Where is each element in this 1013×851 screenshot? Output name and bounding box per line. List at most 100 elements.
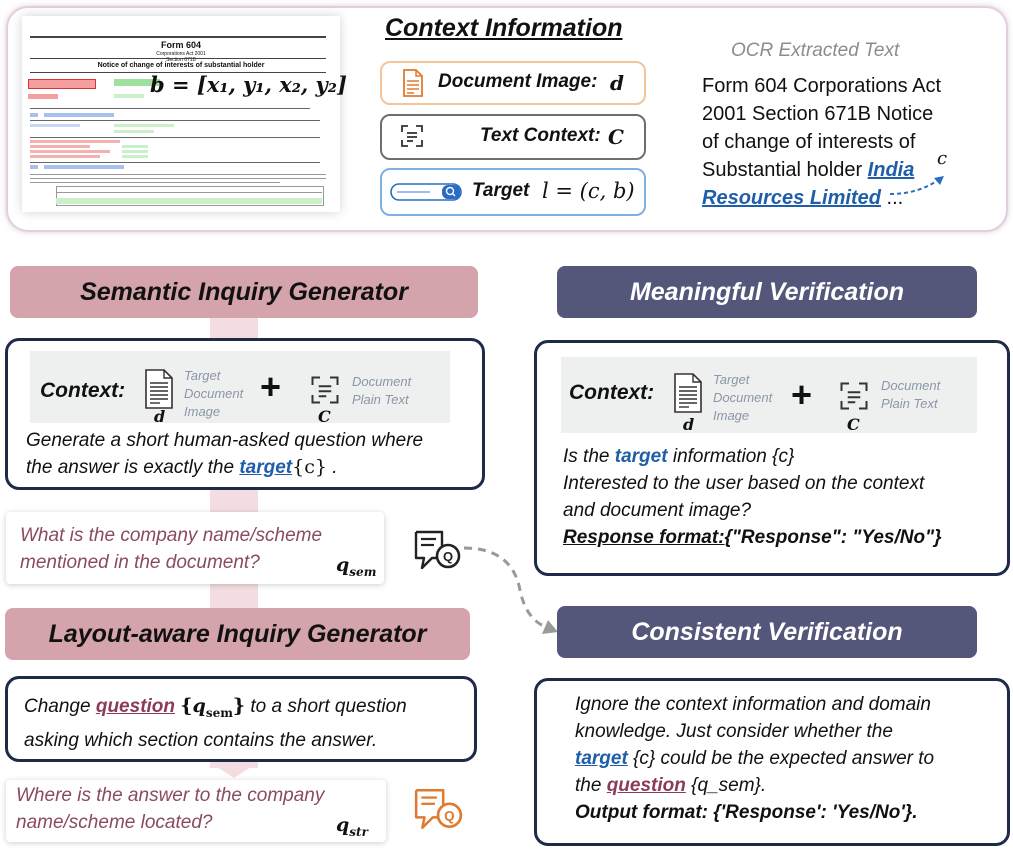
ocr-line: Substantial holder (702, 159, 863, 181)
target-highlight: target (575, 748, 628, 769)
question-line: name/scheme located? (16, 812, 213, 833)
document-thumbnail: Form 604 Corporations Act 2001 Section 6… (22, 16, 340, 212)
prompt-line: Generate a short human-asked question wh… (26, 430, 424, 451)
consistent-verification-header: Consistent Verification (557, 606, 977, 658)
ocr-line: Form 604 Corporations Act (702, 75, 941, 97)
prompt-line: to a short question (245, 696, 407, 717)
meaningful-prompt: Is the target information {c} Interested… (563, 443, 1003, 551)
text-caption: Document Plain Text (881, 378, 941, 411)
text-context-box: Text Context: C (380, 114, 646, 160)
question-line: mentioned in the document? (20, 552, 260, 573)
plus-sign: + (260, 366, 282, 407)
prompt-line: knowledge. Just consider whether the (575, 721, 893, 742)
prompt-line: Is the (563, 446, 610, 467)
target-label: Target (472, 180, 530, 201)
target-highlight: target (614, 446, 668, 467)
ocr-highlight: India (867, 159, 915, 181)
ocr-ellipsis: ... (886, 187, 904, 209)
document-icon (145, 369, 173, 409)
bbox-formula: b = [x₁, y₁, x₂, y₂] (150, 72, 347, 97)
svg-text:Q: Q (443, 549, 453, 564)
prompt-line: Change (24, 696, 91, 717)
q-sem-symbol: qsem (336, 554, 377, 579)
prompt-line: Interested to the user based on the cont… (563, 473, 925, 494)
prompt-line: the (575, 775, 607, 796)
ocr-line: of change of interests of (702, 131, 916, 153)
semantic-generator-header: Semantic Inquiry Generator (10, 266, 478, 318)
text-context-symbol: C (608, 125, 624, 149)
q-str-symbol: qstr (336, 814, 368, 839)
prompt-line: Ignore the context information and domai… (575, 694, 931, 715)
consistent-prompt: Ignore the context information and domai… (575, 691, 1005, 826)
ocr-highlight: Resources Limited (702, 187, 881, 209)
ocr-line: 2001 Section 671B Notice (702, 103, 934, 125)
holding-table (56, 186, 324, 206)
context-strip (561, 357, 977, 433)
text-symbol: C (318, 407, 331, 426)
plus-sign: + (791, 374, 813, 415)
doc-symbol: d (683, 415, 695, 434)
semantic-generator-card: Context: d Target Document Image + C Doc… (5, 338, 485, 490)
text-symbol: C (847, 415, 860, 434)
semantic-question: What is the company name/scheme mentione… (20, 522, 322, 576)
doc-symbol: d (154, 407, 166, 426)
doc-caption: Target Document Image (184, 368, 244, 419)
document-icon (674, 373, 702, 413)
dashed-arrow-icon (889, 176, 944, 195)
company-name-field (114, 79, 160, 86)
document-image-box: Document Image: d (380, 61, 646, 105)
output-format: Output format: {'Response': 'Yes/No'}. (575, 802, 918, 823)
prompt-var: {c} (292, 456, 327, 478)
consistent-verification-card: Ignore the context information and domai… (534, 678, 1010, 846)
question-line: What is the company name/scheme (20, 525, 323, 546)
prompt-line: information {c} (667, 446, 795, 467)
question-highlight: question (95, 696, 176, 717)
document-image-label: Document Image: (438, 71, 598, 92)
context-label: Context: (40, 379, 126, 402)
form-sub1: Corporations Act 2001 (156, 51, 206, 57)
form-title: Form 604 (160, 40, 202, 50)
format-label: Response format: (563, 527, 725, 548)
target-box: Target l = (c, b) (380, 168, 646, 216)
form-sub2: Section 671B (166, 57, 196, 63)
text-scan-icon (401, 125, 423, 147)
prompt-line: {q_sem}. (685, 775, 767, 796)
ocr-c-marker: c (937, 148, 948, 169)
form-heading: Notice of change of interests of substan… (97, 62, 265, 69)
text-scan-icon (311, 376, 339, 404)
chat-question-icon: Q (414, 789, 463, 829)
meaningful-verification-header: Meaningful Verification (557, 266, 977, 318)
question-line: Where is the answer to the company (16, 785, 325, 806)
layout-prompt: Change question {qsem} to a short questi… (24, 693, 469, 754)
layout-generator-card: Change question {qsem} to a short questi… (5, 676, 477, 762)
target-highlight: target (239, 457, 293, 478)
dashed-arrow-icon (463, 546, 558, 634)
format-value: {"Response": "Yes/No"} (724, 527, 942, 548)
text-caption: Document Plain Text (352, 374, 412, 407)
document-icon (403, 69, 423, 97)
semantic-prompt: Generate a short human-asked question wh… (26, 427, 476, 481)
context-title: Context Information (385, 14, 623, 42)
search-bar-icon (390, 183, 462, 201)
layout-question: Where is the answer to the company name/… (16, 782, 324, 836)
svg-text:Q: Q (444, 808, 455, 823)
document-image-symbol: d (610, 71, 624, 95)
prompt-line: and document image? (563, 500, 752, 521)
prompt-var: {qsem} (180, 695, 246, 720)
text-scan-icon (840, 382, 868, 410)
text-context-label: Text Context: (480, 125, 601, 146)
layout-question-box: Where is the answer to the company name/… (6, 780, 386, 842)
chat-question-icon: Q (414, 530, 461, 570)
prompt-line: {c} could be the expected answer to (627, 748, 935, 769)
doc-caption: Target Document Image (713, 372, 773, 423)
context-strip (30, 351, 450, 423)
ocr-title: OCR Extracted Text (731, 40, 900, 61)
context-label: Context: (569, 381, 655, 404)
prompt-end: . (326, 457, 338, 478)
target-formula: l = (c, b) (542, 179, 635, 203)
meaningful-verification-card: Context: d Target Document Image + C Doc… (534, 340, 1010, 576)
ocr-text: Form 604 Corporations Act 2001 Section 6… (702, 72, 941, 212)
bbox-highlight (28, 79, 96, 89)
prompt-line: asking which section contains the answer… (24, 729, 378, 751)
semantic-question-box: What is the company name/scheme mentione… (6, 512, 384, 584)
